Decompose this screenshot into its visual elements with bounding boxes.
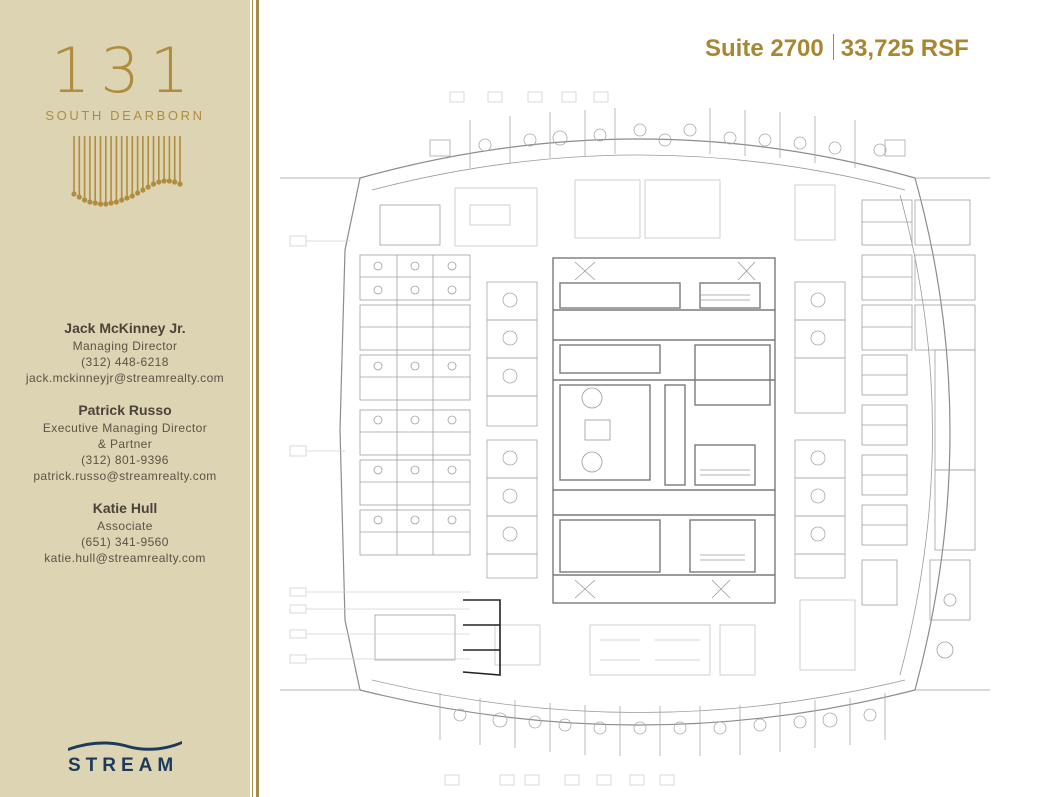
contact-phone[interactable]: (312) 448-6218 — [81, 355, 169, 369]
contact-email[interactable]: katie.hull@streamrealty.com — [44, 551, 206, 565]
page-title: Suite 2700 33,725 RSF — [705, 34, 969, 63]
contact-name: Patrick Russo — [78, 402, 172, 418]
building-name: SOUTH DEARBORN — [45, 108, 205, 123]
building-logo: 131 SOUTH DEARBORN — [0, 34, 250, 124]
sidebar: 131 SOUTH DEARBORN — [0, 0, 250, 797]
stream-logo-text: STREAM — [68, 755, 179, 776]
contact-phone[interactable]: (651) 341-9560 — [81, 535, 169, 549]
building-number: 131 — [50, 34, 200, 107]
divider-thin — [252, 0, 253, 797]
contact-email[interactable]: patrick.russo@streamrealty.com — [33, 469, 217, 483]
title-separator — [832, 34, 834, 60]
chandelier-logo-icon — [71, 136, 183, 207]
contact-title: Associate — [97, 519, 153, 533]
contact-card: Katie Hull Associate (651) 341-9560 kati… — [0, 498, 250, 566]
contact-name: Jack McKinney Jr. — [64, 320, 186, 336]
contact-email[interactable]: jack.mckinneyjr@streamrealty.com — [25, 371, 225, 385]
contact-card: Jack McKinney Jr. Managing Director (312… — [0, 318, 250, 386]
divider-thick — [256, 0, 259, 797]
contact-title: Executive Managing Director — [42, 421, 208, 435]
contact-name: Katie Hull — [92, 500, 158, 516]
contact-title-cont: & Partner — [97, 437, 153, 451]
contact-phone[interactable]: (312) 801-9396 — [81, 453, 169, 467]
area-label: 33,725 RSF — [840, 35, 969, 62]
suite-label: Suite 2700 — [705, 35, 824, 62]
contact-card: Patrick Russo Executive Managing Directo… — [0, 400, 250, 484]
contact-title: Managing Director — [72, 339, 178, 353]
floor-plan — [280, 91, 990, 786]
contact-list: Jack McKinney Jr. Managing Director (312… — [0, 318, 250, 580]
stream-wave-icon — [68, 741, 182, 751]
